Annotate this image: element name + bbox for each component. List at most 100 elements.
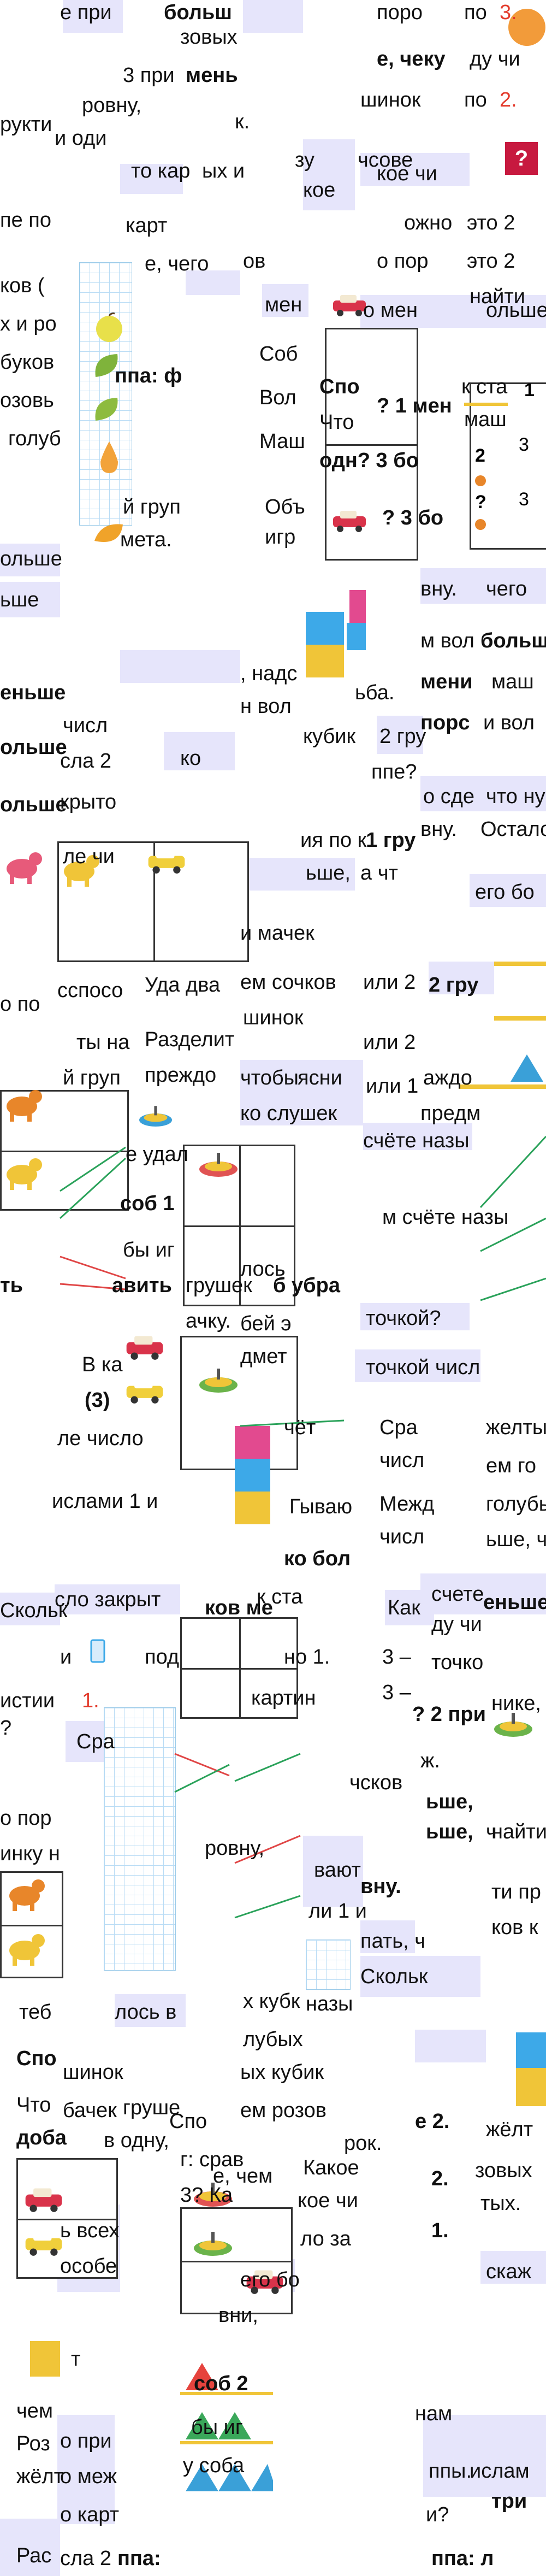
text-fragment: ду чи: [470, 48, 520, 70]
text-fragment: Как: [388, 1596, 420, 1619]
text-fragment: соб 1: [120, 1192, 175, 1215]
text-fragment: Рас: [16, 2544, 52, 2567]
dog-icon: [7, 852, 42, 884]
text-fragment: что ну: [486, 785, 545, 808]
text-fragment: чёт: [284, 1416, 316, 1439]
text-fragment: точкой?: [366, 1307, 441, 1330]
text-fragment: ия по к: [300, 829, 367, 852]
text-fragment: х и ро: [0, 313, 57, 335]
text-fragment: ьше,: [426, 1820, 473, 1843]
triangle-shapes-icon: [511, 1054, 543, 1082]
highlight-block: [420, 1573, 546, 1614]
text-fragment: ь всех: [60, 2219, 120, 2242]
bar-yellow: [494, 962, 546, 966]
text-fragment: чем: [16, 2400, 54, 2422]
text-fragment: 2.: [431, 2167, 449, 2190]
text-fragment: или 2: [363, 1031, 416, 1054]
text-fragment: желты: [486, 1416, 546, 1439]
text-fragment: ло за: [300, 2227, 351, 2250]
text-fragment: ислам: [470, 2460, 530, 2483]
highlight-block: [415, 2030, 486, 2062]
text-fragment: г: срав: [180, 2148, 244, 2171]
highlight-block: [480, 2251, 546, 2284]
car-icon: [25, 2188, 62, 2212]
text-fragment: кое чи: [298, 2189, 358, 2212]
text-fragment: его бо: [240, 2268, 300, 2291]
text-fragment: Межд: [379, 1493, 435, 1516]
text-fragment: ле чи: [63, 845, 115, 868]
text-fragment: бей э: [240, 1312, 292, 1335]
text-fragment: ти пр: [491, 1881, 541, 1903]
text-fragment: это 2: [467, 211, 515, 234]
highlight-block: [423, 2415, 546, 2497]
text-fragment: числ: [379, 1525, 425, 1548]
highlight-block: [360, 295, 546, 328]
car-icon: [246, 2270, 283, 2294]
text-fragment: а чт: [360, 862, 398, 885]
highlight-block: [0, 1593, 60, 1625]
highlight-block: [360, 1956, 480, 1997]
text-fragment: Разделит: [145, 1028, 235, 1051]
leaf-icon: [95, 354, 118, 377]
highlight-block: [120, 650, 240, 683]
text-fragment: сло закрыт: [55, 1588, 161, 1611]
text-fragment: истии: [0, 1689, 55, 1712]
text-fragment: авить: [112, 1274, 172, 1297]
car-icon: [126, 1336, 163, 1360]
text-fragment: игр: [265, 526, 296, 549]
text-fragment: чсове: [358, 149, 413, 172]
text-fragment: числ: [63, 714, 108, 737]
highlight-block: [303, 1836, 363, 1907]
text-fragment: бачек: [63, 2099, 117, 2122]
text-fragment: и?: [426, 2503, 449, 2526]
text-fragment: найти: [491, 1820, 546, 1843]
text-fragment: точкой числ: [366, 1356, 480, 1379]
text-fragment: е, чеку: [377, 48, 446, 70]
text-fragment: Что: [319, 411, 354, 434]
text-fragment: счёте назы: [363, 1129, 470, 1152]
text-fragment: о по: [0, 993, 40, 1016]
text-fragment: ровну,: [205, 1837, 265, 1860]
apple-icon: [96, 313, 122, 342]
text-fragment: тых.: [480, 2192, 521, 2215]
text-fragment: больш: [480, 629, 546, 652]
text-fragment: ислами 1 и: [52, 1490, 158, 1513]
text-fragment: груше: [123, 2096, 181, 2119]
text-fragment: ков ме: [205, 1596, 273, 1619]
text-fragment: и оди: [55, 127, 107, 150]
text-fragment: лубых: [243, 2028, 303, 2051]
balloon-icon: 2?: [475, 445, 486, 530]
text-fragment: найти: [470, 285, 525, 308]
text-fragment: бы иг: [191, 2416, 243, 2439]
dog-icon: [7, 1090, 42, 1122]
text-fragment: ле число: [57, 1427, 144, 1450]
text-fragment: и мачек: [240, 922, 314, 945]
comparison-table: [180, 2207, 293, 2314]
highlight-block: [55, 1584, 180, 1614]
highlight-block: [120, 164, 183, 194]
text-fragment: скаж: [486, 2260, 532, 2283]
text-fragment: рок.: [344, 2132, 382, 2155]
text-fragment: лось: [240, 1258, 286, 1281]
highlight-block: [360, 1303, 470, 1330]
text-fragment: пе по: [0, 209, 51, 232]
text-fragment: 2 гру: [429, 974, 479, 997]
comparison-table: [180, 1617, 298, 1719]
text-fragment: и вол: [483, 711, 535, 734]
text-fragment: зовых: [180, 26, 238, 49]
cube-stack-icon: [30, 2341, 60, 2377]
text-fragment: к ста: [257, 1585, 303, 1608]
text-fragment: по: [464, 1, 487, 24]
text-fragment: предм: [420, 1102, 481, 1125]
text-fragment: ппа:: [117, 2547, 161, 2570]
highlight-block: [0, 544, 60, 576]
text-fragment: преждо: [145, 1064, 217, 1087]
text-fragment: е удал: [126, 1143, 188, 1166]
text-fragment: ачку.: [186, 1310, 231, 1333]
text-fragment: о при: [60, 2430, 112, 2453]
text-fragment: назы: [306, 1993, 353, 2015]
text-fragment: 1.: [431, 2219, 449, 2242]
text-fragment: Какое: [303, 2156, 359, 2179]
svg-text:2: 2: [475, 445, 485, 466]
highlight-block: [470, 874, 546, 907]
